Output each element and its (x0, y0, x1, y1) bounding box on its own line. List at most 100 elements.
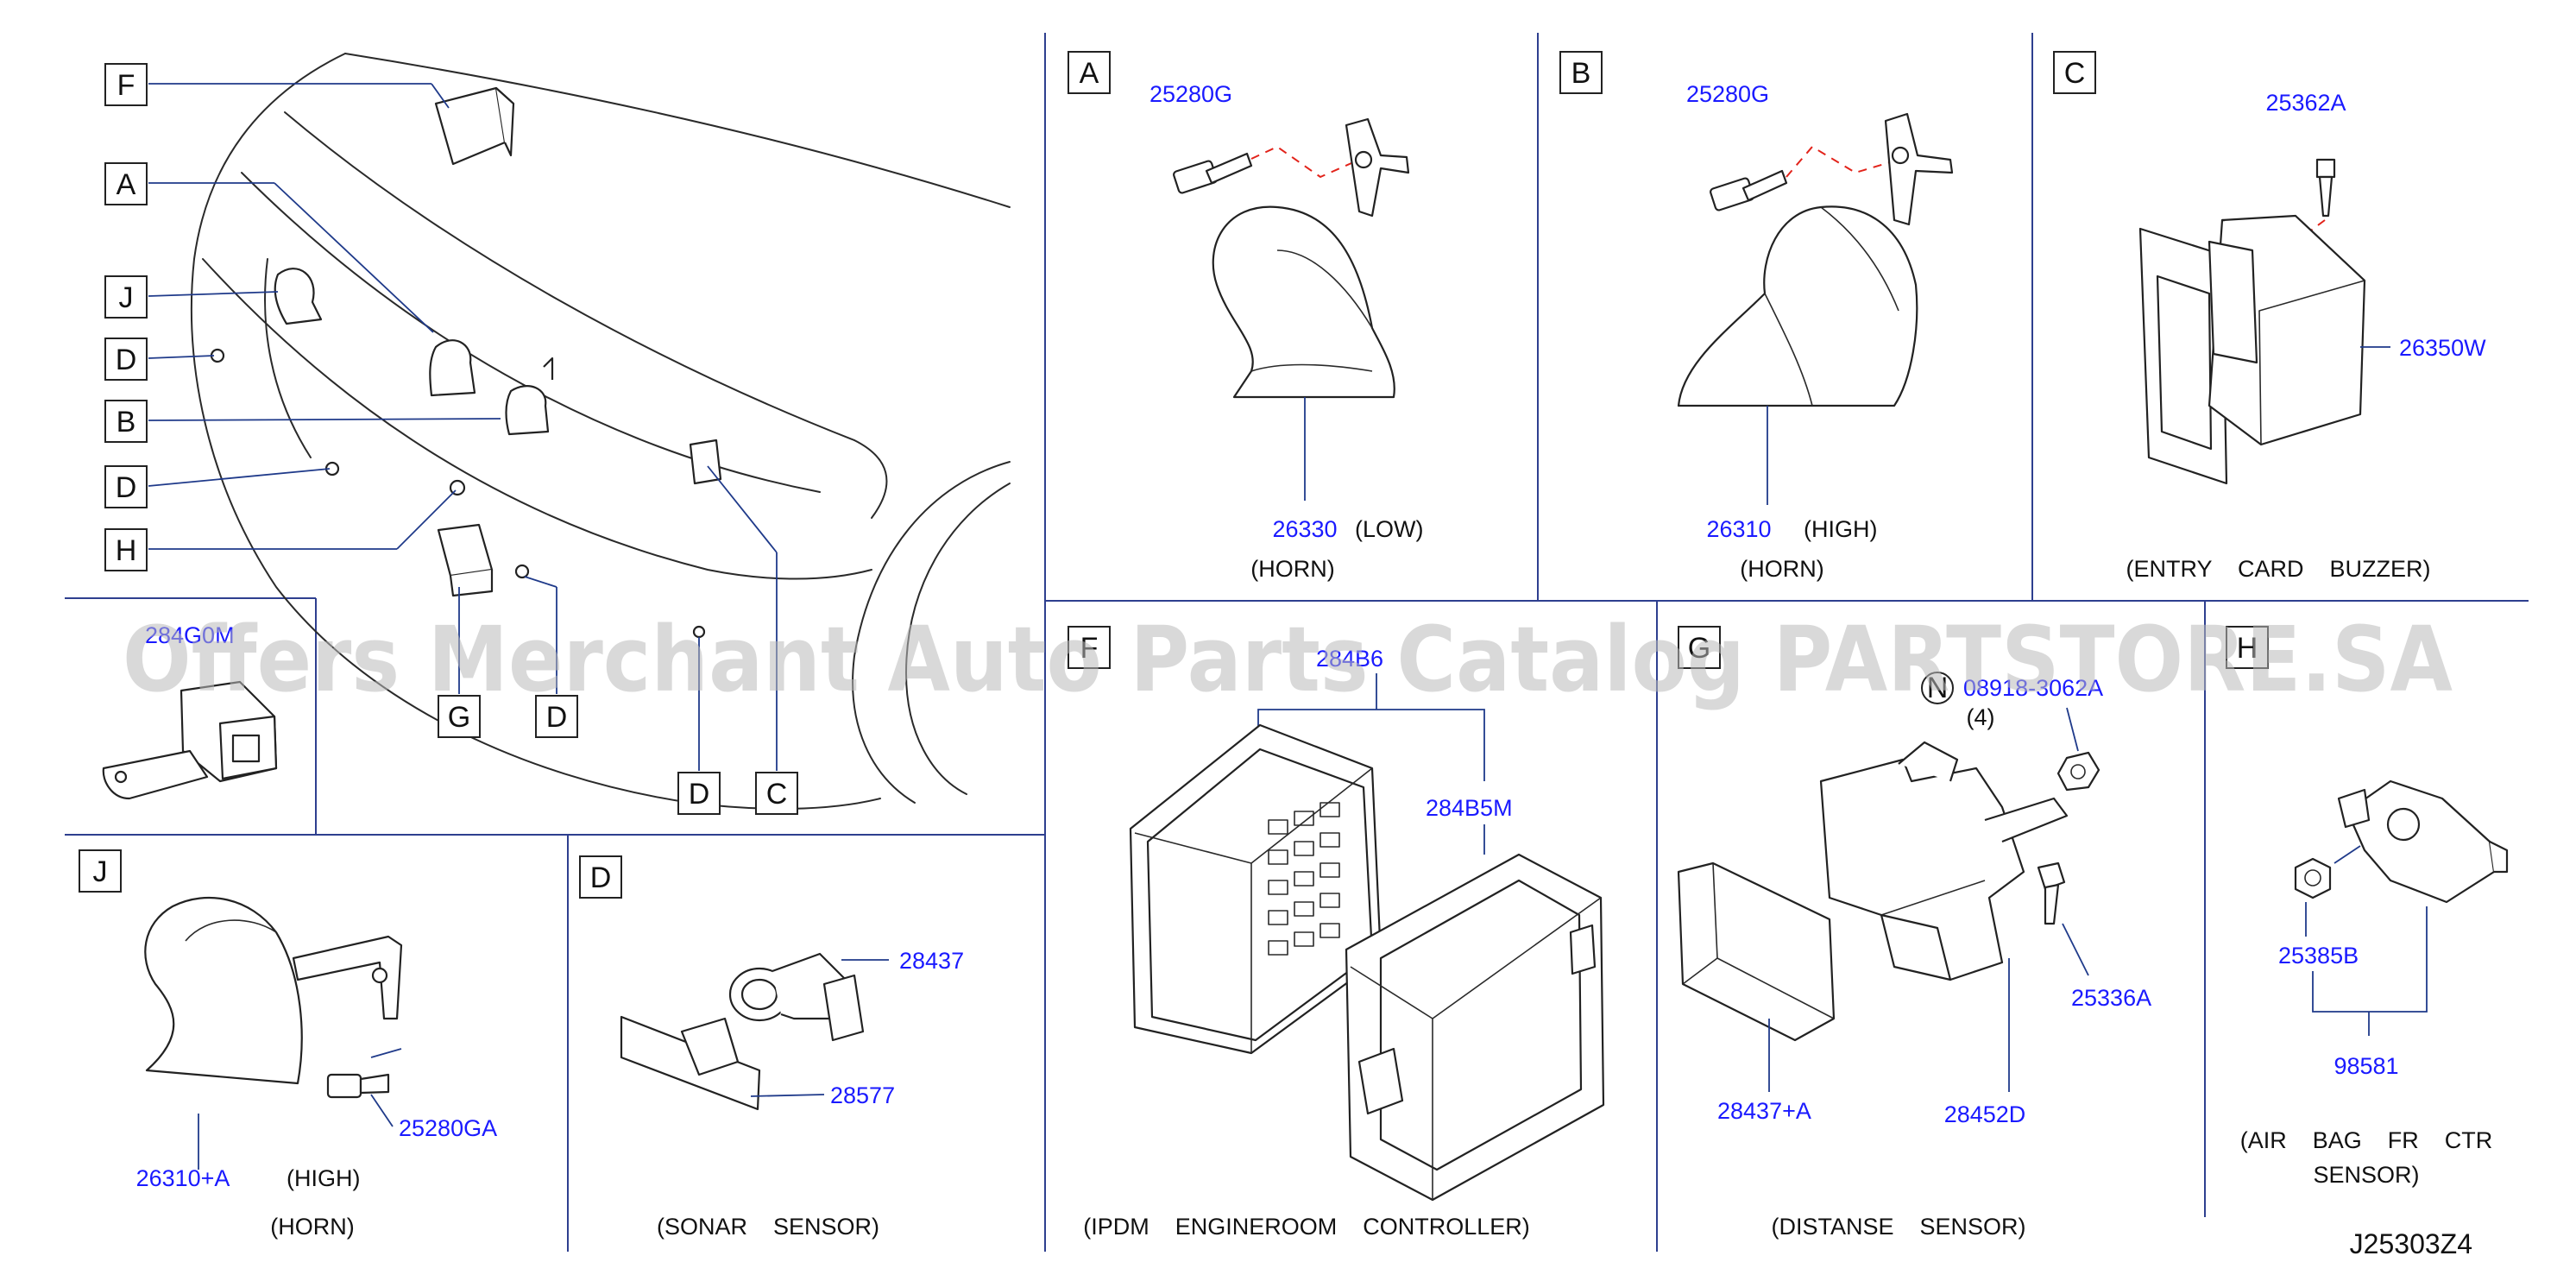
horn-icon (144, 896, 403, 1085)
svg-text:28452D: 28452D (1944, 1101, 2026, 1127)
svg-text:(HORN): (HORN) (1740, 556, 1823, 582)
svg-text:H: H (2237, 632, 2258, 665)
panel-e: 284G0M (102, 622, 278, 800)
callout-a: A (104, 162, 148, 205)
svg-text:25362A: 25362A (2265, 90, 2346, 116)
callout-b: B (104, 400, 148, 443)
svg-text:D: D (116, 344, 137, 376)
svg-text:J: J (93, 855, 108, 888)
svg-text:D: D (116, 471, 137, 504)
svg-text:C: C (766, 778, 788, 811)
svg-text:26310: 26310 (1706, 516, 1771, 542)
callout-d: D (677, 772, 721, 815)
svg-text:(HORN): (HORN) (270, 1214, 354, 1240)
diagram-code: J25303Z4 (2350, 1228, 2472, 1259)
svg-text:F: F (117, 69, 135, 102)
panel-a: A 25280G 26330 (LOW) (HORN) (1068, 51, 1423, 582)
svg-text:(HORN): (HORN) (1250, 556, 1334, 582)
panel-dividers (65, 33, 2529, 1252)
svg-text:284G0M: 284G0M (145, 622, 235, 648)
nut-symbol-icon (1921, 672, 1954, 704)
svg-text:28437: 28437 (899, 948, 964, 974)
svg-text:26330: 26330 (1272, 516, 1337, 542)
callout-d: D (104, 338, 148, 381)
overview-callouts: F A J D B D H G D D C (104, 63, 798, 815)
svg-text:G: G (1688, 632, 1710, 665)
callout-g: G (438, 695, 481, 738)
svg-text:284B6: 284B6 (1316, 646, 1383, 672)
svg-text:25280GA: 25280GA (399, 1115, 497, 1141)
svg-text:(4): (4) (1967, 704, 1995, 730)
sonar-sensor-icon (728, 952, 865, 1042)
svg-text:C: C (2064, 57, 2086, 90)
sensor-box-icon (1677, 861, 1836, 1042)
svg-text:D: D (689, 778, 710, 811)
svg-text:H: H (116, 534, 137, 567)
fuse-grid-icon (1268, 802, 1340, 956)
module-icon (102, 680, 278, 800)
horn-icon (1677, 205, 1918, 407)
callout-d: D (104, 465, 148, 508)
bolt-icon (1173, 152, 1253, 194)
panel-f: F 284B6 284B5M (1068, 626, 1605, 1240)
screw-icon (2315, 158, 2336, 218)
panel-g: G N 08918-3062A (4) 25336A 2843 (1677, 626, 2151, 1240)
svg-text:08918-3062A: 08918-3062A (1963, 675, 2103, 701)
callout-j: J (104, 275, 148, 319)
svg-text:D: D (546, 701, 568, 734)
svg-text:B: B (1571, 57, 1591, 90)
svg-text:284B5M: 284B5M (1426, 795, 1513, 821)
svg-text:B: B (117, 406, 136, 439)
svg-text:N: N (1927, 672, 1949, 704)
callout-d: D (535, 695, 578, 738)
svg-text:25280G: 25280G (1149, 81, 1232, 107)
svg-text:(DISTANSE SENSOR): (DISTANSE SENSOR) (1771, 1214, 2025, 1240)
svg-text:(SONAR SENSOR): (SONAR SENSOR) (657, 1214, 879, 1240)
svg-text:A: A (117, 168, 136, 201)
svg-text:F: F (1080, 632, 1099, 665)
svg-text:25280G: 25280G (1686, 81, 1769, 107)
svg-text:28577: 28577 (830, 1082, 895, 1108)
svg-text:(HIGH): (HIGH) (287, 1165, 360, 1191)
svg-text:J: J (119, 281, 134, 314)
bolt-icon (1710, 169, 1788, 211)
panel-j: J 25280GA 26310+A (HIGH) (HORN) (79, 849, 497, 1240)
horn-icon (1212, 205, 1395, 399)
airbag-sensor-icon (2337, 779, 2509, 904)
svg-text:G: G (448, 701, 470, 734)
svg-text:25336A: 25336A (2071, 985, 2151, 1011)
panel-b: B 25280G 26310 (HIGH) (HORN) (1559, 51, 1954, 582)
fuse-box-icon (1129, 723, 1382, 1055)
panel-h: H 25385B 98581 (AIR BAG FR CTR SENSOR) (2226, 626, 2509, 1188)
bracket-icon (1819, 741, 2069, 981)
watermark: Offers Merchant Auto Parts Catalog PARTS… (123, 607, 2453, 712)
nut-icon (2056, 751, 2100, 792)
svg-text:A: A (1080, 57, 1099, 90)
svg-text:(IPDM ENGINEROOM CONTROL: (IPDM ENGINEROOM CONTROLLER) (1083, 1214, 1530, 1240)
bolt-icon (2037, 861, 2066, 925)
panel-d: D 28437 28577 (SONAR SENSOR) (579, 855, 964, 1240)
svg-text:25385B: 25385B (2278, 943, 2359, 969)
callout-h: H (104, 528, 148, 571)
svg-text:(ENTRY CARD BUZZER): (ENTRY CARD BUZZER) (2126, 556, 2430, 582)
svg-text:28437+A: 28437+A (1717, 1098, 1811, 1124)
frame-icon (1345, 853, 1605, 1202)
svg-text:26310+A: 26310+A (136, 1165, 230, 1191)
nut-icon (2294, 857, 2332, 899)
buzzer-icon (2138, 214, 2366, 485)
sensor-holder-icon (620, 1015, 761, 1111)
svg-text:26350W: 26350W (2399, 335, 2486, 361)
svg-text:SENSOR): SENSOR) (2313, 1162, 2419, 1188)
overview-vehicle (148, 53, 1011, 810)
bolt-icon (326, 1073, 390, 1099)
svg-text:(AIR BAG FR CTR: (AIR BAG FR CTR (2240, 1127, 2493, 1153)
svg-text:(LOW): (LOW) (1355, 516, 1423, 542)
svg-text:(HIGH): (HIGH) (1804, 516, 1877, 542)
callout-c: C (755, 772, 798, 815)
svg-text:D: D (590, 861, 612, 894)
callout-f: F (104, 63, 148, 106)
panel-c: C 25362A 26350W (ENTRY CARD BUZZER) (2053, 51, 2486, 582)
svg-text:98581: 98581 (2334, 1053, 2398, 1079)
